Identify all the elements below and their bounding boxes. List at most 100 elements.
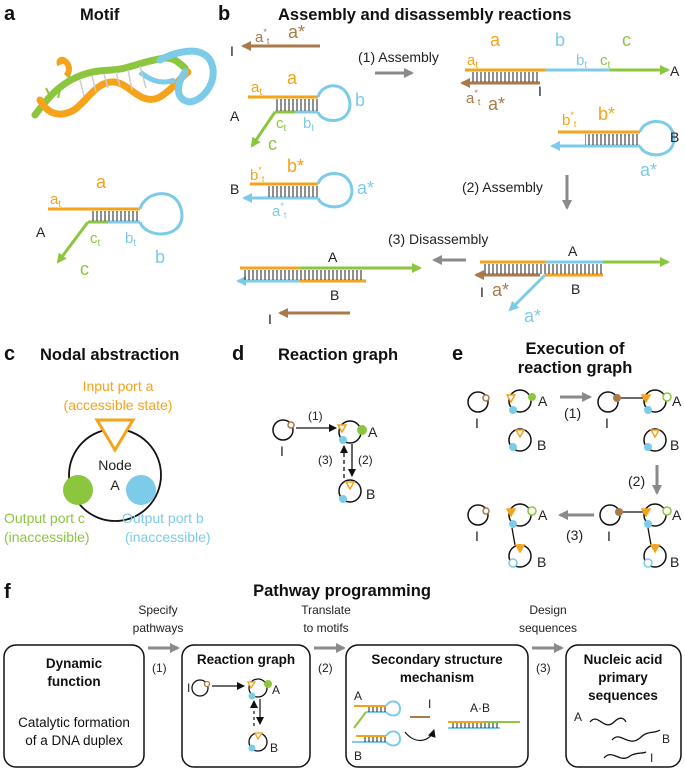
svg-text:primary: primary	[598, 670, 648, 685]
svg-text:Design: Design	[529, 603, 566, 617]
svg-text:c: c	[268, 134, 277, 154]
svg-text:A: A	[368, 424, 378, 440]
e-state-4: I A B	[467, 503, 548, 570]
svg-text:A: A	[672, 507, 682, 523]
output-port-c-state: (inaccessible)	[4, 529, 90, 545]
svg-text:a*: a*	[640, 160, 657, 180]
svg-text:sequences: sequences	[519, 621, 577, 635]
output-port-b-state: (inaccessible)	[125, 529, 211, 545]
svg-text:B: B	[670, 129, 679, 145]
svg-text:A: A	[670, 63, 680, 79]
motif-at-label: at	[50, 191, 61, 210]
f-box-dynamic-function: Dynamic function Catalytic formation of …	[3, 644, 145, 768]
svg-text:A: A	[272, 683, 280, 697]
node-label: Node	[98, 457, 132, 473]
svg-text:I: I	[280, 443, 284, 459]
f-box-primary-sequences: Nucleic acid primary sequences A B I	[565, 644, 682, 768]
svg-text:(2) Assembly: (2) Assembly	[462, 179, 543, 195]
motif-ct-label: ct	[90, 230, 101, 249]
svg-text:I: I	[480, 284, 484, 300]
panel-c: c Nodal abstraction Input port a (access…	[4, 343, 211, 545]
b-hairpin-B-right: b*t b* B a*	[550, 104, 679, 180]
input-port-triangle	[94, 418, 136, 453]
svg-text:I: I	[538, 83, 542, 99]
svg-text:at: at	[467, 52, 478, 71]
svg-text:B: B	[571, 281, 580, 297]
panel-f: f Pathway programming Specify pathways T…	[3, 581, 682, 768]
d-node-A: A	[336, 420, 378, 444]
panel-a-title: Motif	[80, 6, 120, 24]
panel-e-title-2: reaction graph	[518, 359, 633, 377]
output-port-c-dot	[63, 475, 93, 505]
svg-text:sequences: sequences	[588, 688, 658, 703]
f-box-secondary-structure: Secondary structure mechanism A B I A·B	[345, 644, 529, 768]
svg-text:a*t: a*t	[255, 27, 270, 46]
svg-text:I: I	[605, 415, 609, 431]
svg-text:b: b	[555, 30, 565, 50]
node-A-label: A	[110, 477, 120, 493]
svg-text:(1) Assembly: (1) Assembly	[358, 49, 439, 65]
panel-e-letter: e	[452, 343, 463, 365]
svg-text:Catalytic formation: Catalytic formation	[18, 715, 130, 730]
panel-c-title: Nodal abstraction	[40, 346, 179, 364]
svg-text:A·B: A·B	[470, 701, 490, 715]
svg-text:I: I	[475, 415, 479, 431]
svg-text:A: A	[230, 108, 240, 124]
panel-f-letter: f	[4, 581, 11, 603]
svg-text:B: B	[670, 437, 679, 453]
d-node-I: I	[272, 419, 295, 459]
svg-text:a*t: a*t	[466, 88, 481, 107]
svg-text:bt: bt	[303, 115, 314, 134]
svg-text:Translate: Translate	[301, 603, 351, 617]
output-port-b-dot	[126, 475, 156, 505]
panel-b: b Assembly and disassembly reactions I a…	[218, 3, 680, 327]
svg-text:a: a	[287, 68, 298, 88]
b-complex-IA: a b c at bt ct A I a*t a*	[460, 30, 680, 114]
svg-text:bt: bt	[576, 52, 587, 71]
svg-text:(2): (2)	[628, 473, 645, 489]
svg-text:Nucleic acid: Nucleic acid	[584, 652, 663, 667]
motif-c-label: c	[80, 259, 89, 279]
svg-text:(3): (3)	[566, 527, 583, 543]
svg-text:B: B	[537, 554, 546, 570]
panel-a: a Motif at	[4, 3, 217, 279]
panel-d-letter: d	[232, 343, 244, 365]
svg-text:ct: ct	[600, 52, 611, 71]
svg-text:ct: ct	[276, 115, 287, 134]
f-box-reaction-graph: Reaction graph I A B	[181, 644, 311, 768]
motif-schematic: at a A ct bt c b	[36, 172, 184, 279]
b-hairpin-A: at a A ct bt c b	[230, 68, 365, 154]
svg-text:a*: a*	[524, 306, 541, 326]
svg-text:A: A	[568, 243, 578, 259]
svg-text:I: I	[268, 311, 272, 327]
panel-d-title: Reaction graph	[278, 346, 398, 364]
svg-text:mechanism: mechanism	[400, 670, 474, 685]
svg-text:B: B	[670, 554, 679, 570]
svg-text:(3): (3)	[318, 453, 333, 467]
svg-text:I: I	[230, 43, 234, 59]
svg-text:c: c	[622, 30, 631, 50]
svg-text:b*: b*	[287, 156, 304, 176]
panel-e: e Execution of reaction graph I A B (1) …	[452, 340, 682, 570]
svg-text:to motifs: to motifs	[303, 621, 348, 635]
e-state-2: I A B	[597, 389, 682, 453]
svg-text:B: B	[230, 181, 239, 197]
b-astar-label-I: a*	[288, 22, 305, 42]
svg-text:I: I	[607, 528, 611, 544]
svg-text:at: at	[251, 79, 262, 98]
svg-text:Dynamic: Dynamic	[46, 656, 103, 671]
b-strand-I-top: I a*t a*	[230, 22, 320, 59]
panel-b-title: Assembly and disassembly reactions	[278, 6, 571, 24]
svg-text:A: A	[672, 393, 682, 409]
motif-b-label: b	[155, 247, 165, 267]
svg-text:b*t: b*t	[562, 110, 577, 129]
svg-text:(3): (3)	[536, 661, 551, 675]
svg-text:(2): (2)	[318, 661, 333, 675]
svg-text:a*: a*	[488, 94, 505, 114]
svg-text:Specify: Specify	[138, 603, 177, 617]
svg-text:pathways: pathways	[133, 621, 184, 635]
b-duplex-AB: A B I	[236, 249, 422, 327]
motif-bt-label: bt	[125, 230, 136, 249]
svg-text:b: b	[355, 90, 365, 110]
